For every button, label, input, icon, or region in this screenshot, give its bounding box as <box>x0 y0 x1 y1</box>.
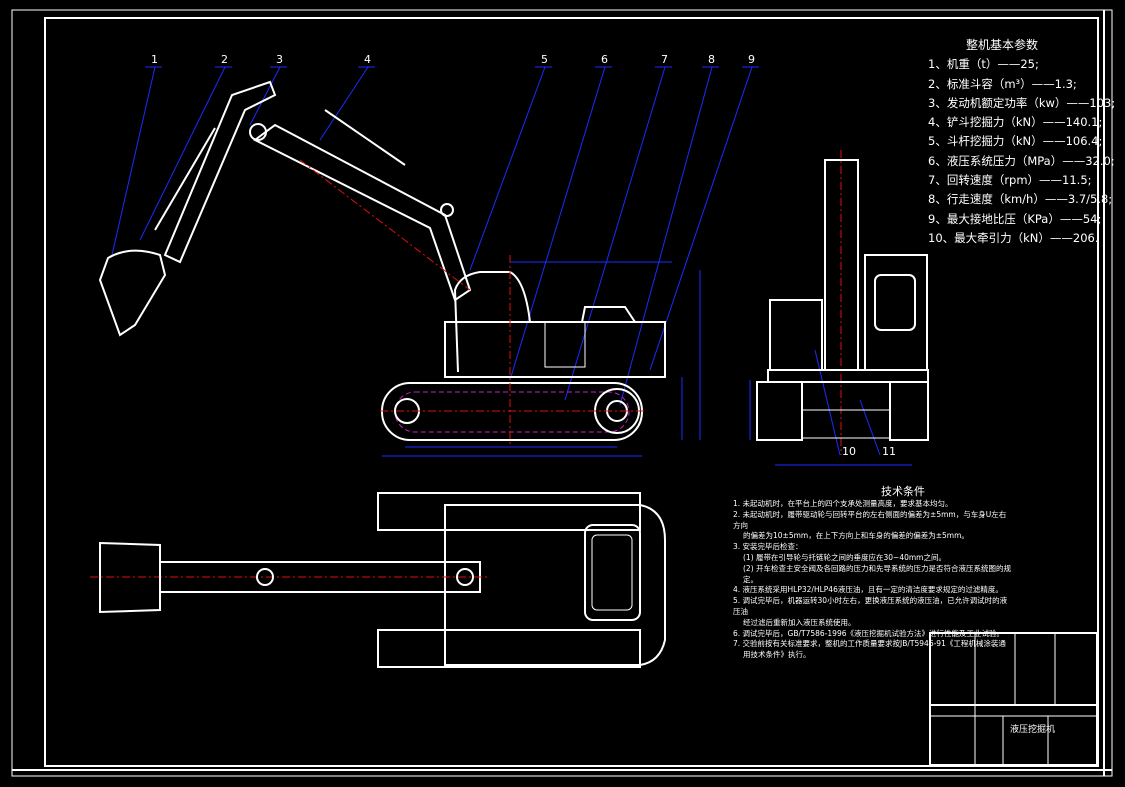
tech-item: 4. 液压系统采用HLP32/HLP46液压油，且有一定的清洁度要求规定的过滤精… <box>733 585 1003 595</box>
param-item: 7、回转速度（rpm）——11.5; <box>928 173 1092 188</box>
param-item: 2、标准斗容（m³）——1.3; <box>928 76 1077 91</box>
top-track-lower <box>377 629 641 668</box>
tech-item: 的偏差为10±5mm，在上下方向上和车身的偏差的偏差为±5mm。 <box>743 531 969 541</box>
label-8: 8 <box>708 53 715 66</box>
tech-item: 2. 未起动机时，履带驱动轮与回转平台的左右侧面的偏差为±5mm，与车身U左右方… <box>733 509 1007 530</box>
top-body <box>444 504 666 666</box>
tech-item: (2) 开车检查主安全阀及各回路的压力和先导系统的压力是否符合液压系统图的规定。 <box>743 563 1012 584</box>
hood <box>581 306 636 323</box>
tech-title: 技术条件 <box>881 485 925 498</box>
params-title: 整机基本参数 <box>966 38 1039 52</box>
label-6: 6 <box>601 53 608 66</box>
tech-item: 1. 未起动机时，在平台上的四个支承处测量高度，要求基本均匀。 <box>733 499 953 508</box>
param-item: 5、斗杆挖掘力（kN）——106.4; <box>928 134 1103 149</box>
top-view <box>90 492 666 668</box>
front-view <box>756 150 929 455</box>
side-view <box>98 80 666 445</box>
label-5: 5 <box>541 53 548 66</box>
param-item: 1、机重（t）——25; <box>928 57 1039 72</box>
tech-item: 用技术条件》执行。 <box>743 650 811 660</box>
cab <box>453 271 531 373</box>
top-bucket <box>99 541 161 614</box>
label-1: 1 <box>151 53 158 66</box>
top-track-upper <box>377 492 641 531</box>
label-11: 11 <box>882 445 896 458</box>
part-leaders <box>111 66 881 456</box>
upper-body <box>444 321 666 378</box>
label-9: 9 <box>748 53 755 66</box>
top-cab <box>584 524 641 621</box>
label-4: 4 <box>364 53 371 66</box>
param-item: 6、液压系统压力（MPa）——32.0; <box>928 153 1115 168</box>
tech-item: (1) 履带在引导轮与托链轮之间的垂度应在30~40mm之间。 <box>743 552 946 562</box>
label-10: 10 <box>842 445 856 458</box>
label-7: 7 <box>661 53 668 66</box>
param-item: 9、最大接地比压（KPa）——54; <box>928 211 1102 226</box>
label-2: 2 <box>221 53 228 66</box>
boom <box>253 123 472 302</box>
bucket <box>98 249 167 337</box>
tech-item: 3. 安装完毕后检查： <box>733 542 803 552</box>
bucket-cylinder <box>154 127 216 231</box>
param-item: 8、行走速度（km/h）——3.7/5.8; <box>928 192 1113 207</box>
param-item: 10、最大牵引力（kN）——206. <box>928 230 1099 245</box>
arm <box>163 80 277 264</box>
outer-frame <box>11 9 1113 777</box>
tech-item: 6. 调试完毕后，GB/T7586-1996《液压挖掘机试验方法》进行性能及工业… <box>733 628 1004 638</box>
tech-item: 7. 交验前按有关标准要求，整机的工作质量要求按JB/T5946-91《工程机械… <box>733 639 1006 649</box>
title-block <box>929 632 1098 766</box>
arm-cylinder <box>324 109 406 166</box>
inner-frame <box>44 17 1099 767</box>
front-track-left <box>756 381 803 441</box>
dimension-lines <box>382 261 912 466</box>
param-item: 4、铲斗挖掘力（kN）——140.1; <box>928 115 1103 130</box>
label-3: 3 <box>276 53 283 66</box>
machine-parameters: 整机基本参数 1、机重（t）——25; 2、标准斗容（m³）——1.3; 3、发… <box>928 36 1115 248</box>
tech-item: 5. 调试完毕后，机器运转30小时左右，更换液压系统的液压油，已允许调试时的液压… <box>733 596 1008 616</box>
front-track-right <box>889 381 929 441</box>
technical-requirements: 技术条件 1. 未起动机时，在平台上的四个支承处测量高度，要求基本均匀。 2. … <box>733 484 1013 661</box>
param-item: 3、发动机额定功率（kw）——103; <box>928 95 1116 110</box>
tech-item: 经过滤后重新加入液压系统使用。 <box>743 617 856 627</box>
drawing-name: 液压挖掘机 <box>1010 723 1055 735</box>
